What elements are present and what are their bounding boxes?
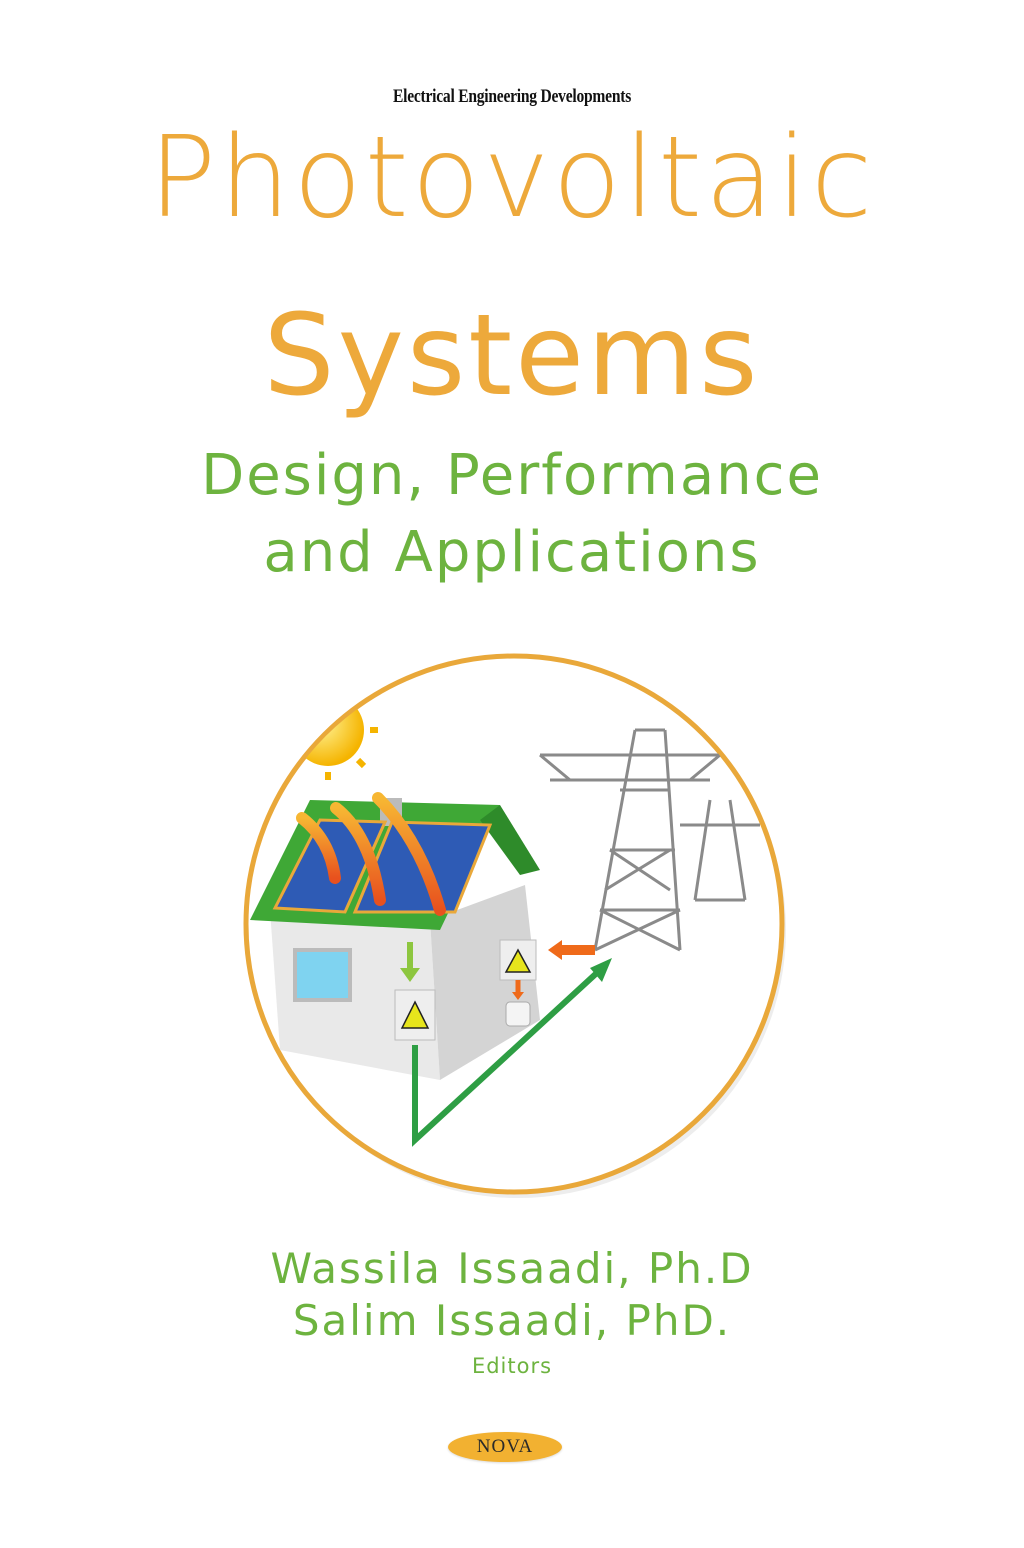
transmission-tower-icon (539, 728, 760, 952)
subtitle-line-2: and Applications (263, 520, 761, 585)
publisher-name: NOVA (476, 1436, 534, 1457)
cover-illustration (240, 650, 788, 1198)
house-icon (250, 798, 540, 1080)
author-2: Salim Issaadi, PhD. (292, 1296, 732, 1345)
power-outlet-icon (505, 1001, 531, 1027)
energy-flow-arrow-icon (400, 940, 612, 1147)
editors-label: Editors (471, 1354, 553, 1378)
sunlight-arrows-icon (296, 792, 446, 916)
series-name: Electrical Engineering Developments (392, 86, 632, 107)
publisher-logo: NOVA (448, 1432, 562, 1462)
title-line-2: Systems (263, 291, 761, 421)
title-line-1: Photovoltaic (148, 113, 876, 243)
author-1: Wassila Issaadi, Ph.D (270, 1244, 754, 1293)
subtitle-line-1: Design, Performance (201, 443, 823, 508)
